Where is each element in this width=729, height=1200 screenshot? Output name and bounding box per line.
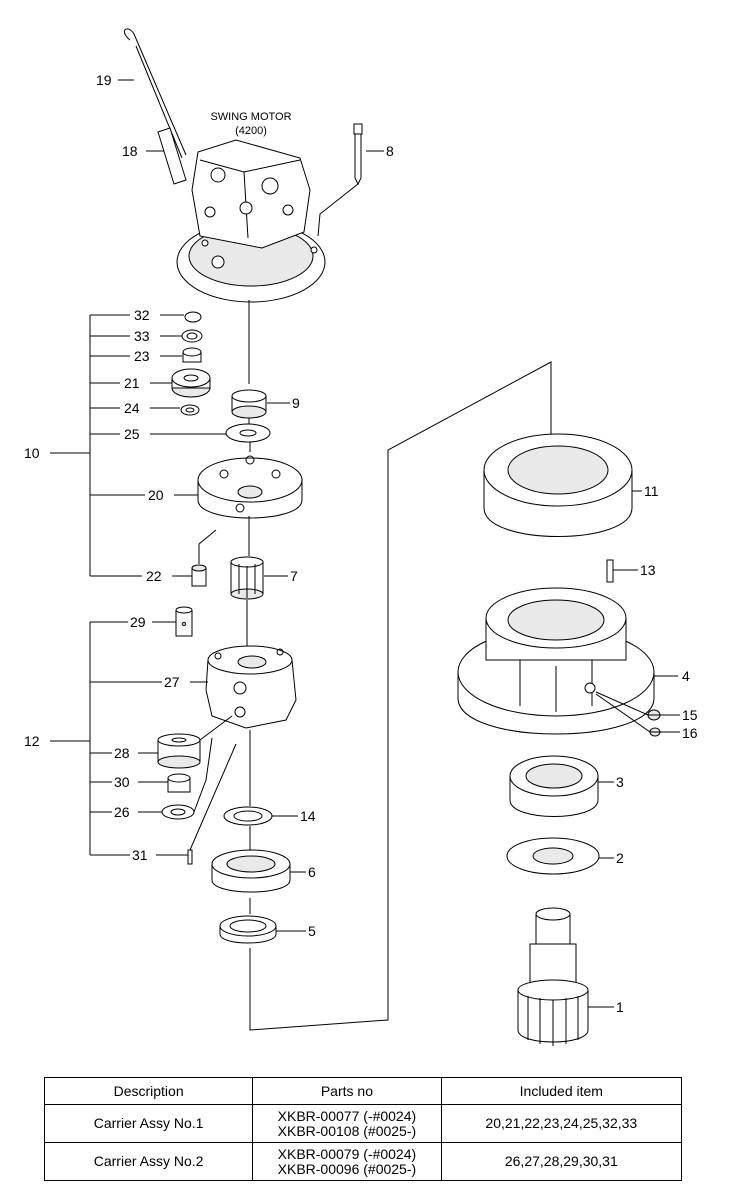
- label-16: 16: [682, 725, 698, 741]
- part-1-pinion-shaft: [517, 907, 589, 1046]
- part-33-washer: [181, 329, 203, 343]
- header-description: Description: [43, 1077, 254, 1105]
- header-included-item: Included item: [440, 1077, 683, 1105]
- cell-included-item: 26,27,28,29,30,31: [440, 1142, 683, 1181]
- part-32-ring: [184, 311, 202, 323]
- part-14-seal: [223, 806, 273, 826]
- part-6-bearing: [211, 849, 291, 893]
- table-row: Carrier Assy No.2 XKBR-00079 (-#0024) XK…: [43, 1142, 683, 1181]
- part-28-planet-gear: [157, 715, 233, 769]
- label-12: 12: [24, 733, 40, 749]
- label-11: 11: [644, 483, 659, 499]
- label-8: 8: [386, 143, 394, 159]
- swing-motor-body: [176, 139, 326, 303]
- cell-included-item: 20,21,22,23,24,25,32,33: [440, 1104, 683, 1143]
- label-20: 20: [148, 487, 164, 503]
- label-33: 33: [134, 328, 150, 344]
- label-25: 25: [124, 426, 140, 442]
- label-9: 9: [292, 395, 300, 411]
- cell-description: Carrier Assy No.2: [43, 1142, 254, 1181]
- part-22-pin: [191, 529, 217, 587]
- label-24: 24: [124, 400, 140, 416]
- label-22: 22: [146, 568, 162, 584]
- header-parts-no: Parts no: [252, 1077, 442, 1105]
- cell-parts-no: XKBR-00079 (-#0024) XKBR-00096 (#0025-): [252, 1142, 442, 1181]
- label-13: 13: [640, 562, 656, 578]
- part-27-carrier: [205, 645, 297, 729]
- part-29-pin: [175, 606, 193, 637]
- label-6: 6: [308, 864, 316, 880]
- label-14: 14: [300, 808, 316, 824]
- parts-no-line-2: XKBR-00096 (#0025-): [277, 1160, 417, 1177]
- label-21: 21: [124, 375, 140, 391]
- swing-motor-subtitle: (4200): [235, 125, 267, 137]
- label-4: 4: [682, 668, 690, 684]
- label-27: 27: [164, 674, 180, 690]
- label-28: 28: [114, 745, 130, 761]
- part-26-washer: [161, 737, 213, 820]
- part-23-bushing: [182, 347, 202, 363]
- label-7: 7: [290, 568, 298, 584]
- label-26: 26: [114, 804, 130, 820]
- label-5: 5: [308, 923, 316, 939]
- part-25-washer: [225, 423, 271, 443]
- part-21-gear: [171, 368, 211, 398]
- table-header-row: Description Parts no Included item: [43, 1077, 683, 1105]
- part-labels: 19 18 8 32 33 23 21 9 24 25 10 20 22 7 2…: [24, 72, 698, 1015]
- part-8-bolt: [317, 123, 363, 237]
- carrier-assy-table: Description Parts no Included item Carri…: [43, 1077, 683, 1181]
- exploded-parts-diagram: SWING MOTOR (4200): [24, 28, 698, 1046]
- part-2-thrust-washer: [506, 837, 600, 875]
- swing-motor-title: SWING MOTOR: [210, 111, 291, 123]
- cell-parts-no: XKBR-00077 (-#0024) XKBR-00108 (#0025-): [252, 1104, 442, 1143]
- cell-description: Carrier Assy No.1: [43, 1104, 254, 1143]
- part-31-pin: [187, 743, 237, 865]
- label-10: 10: [24, 445, 40, 461]
- label-15: 15: [682, 707, 698, 723]
- table-row: Carrier Assy No.1 XKBR-00077 (-#0024) XK…: [43, 1104, 683, 1143]
- part-5-seal: [219, 915, 277, 944]
- label-19: 19: [96, 72, 112, 88]
- label-23: 23: [134, 348, 150, 364]
- part-9-sun-gear: [231, 389, 267, 419]
- label-31: 31: [132, 847, 148, 863]
- part-20-carrier-plate: [197, 455, 303, 519]
- label-2: 2: [616, 850, 624, 866]
- label-1: 1: [616, 999, 624, 1015]
- part-4-housing: [457, 587, 655, 735]
- part-19-dipstick: [123, 28, 187, 159]
- label-3: 3: [616, 774, 624, 790]
- label-30: 30: [114, 774, 130, 790]
- part-3-bearing: [509, 755, 599, 817]
- parts-no-line-1: XKBR-00077 (-#0024): [277, 1107, 417, 1124]
- part-13-pin: [606, 559, 614, 583]
- part-7-sun-gear: [230, 556, 264, 600]
- parts-no-line-2: XKBR-00108 (#0025-): [277, 1122, 417, 1139]
- leader-lines: [50, 79, 680, 1008]
- label-18: 18: [122, 143, 138, 159]
- label-29: 29: [130, 614, 146, 630]
- label-32: 32: [134, 307, 150, 323]
- part-24-ring: [180, 404, 200, 416]
- part-30-bushing: [167, 773, 191, 793]
- part-18-pipe: [157, 127, 187, 185]
- parts-no-line-1: XKBR-00079 (-#0024): [277, 1145, 417, 1162]
- part-11-ring-gear: [483, 433, 633, 537]
